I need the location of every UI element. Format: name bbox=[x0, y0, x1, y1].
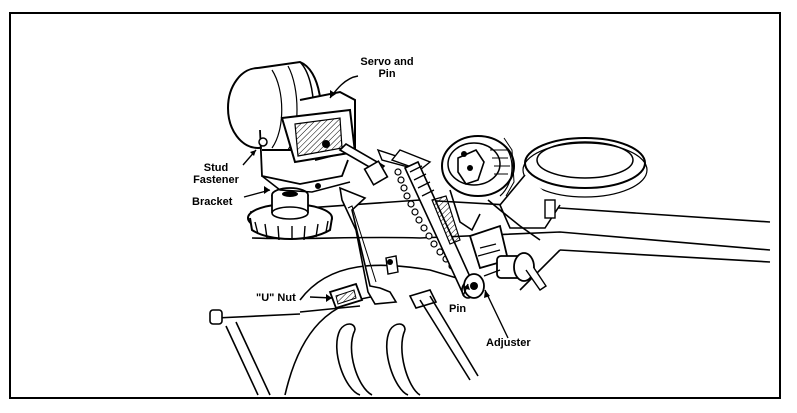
label-servo-line2: Pin bbox=[378, 68, 396, 80]
label-stud-line1: Stud bbox=[203, 162, 229, 174]
label-stud-line2: Fastener bbox=[193, 174, 239, 186]
label-adjuster: Adjuster bbox=[486, 337, 531, 349]
adjuster-mechanism bbox=[463, 224, 547, 299]
servo-pin-rod bbox=[338, 142, 389, 186]
lower-slotted-plate bbox=[335, 323, 421, 396]
u-nut-assembly bbox=[209, 255, 479, 396]
label-servo-line1: Servo and bbox=[360, 56, 414, 68]
linkage-bracket bbox=[338, 148, 432, 305]
throttle-rod bbox=[403, 160, 478, 299]
choke-housing bbox=[441, 135, 541, 241]
label-bracket: Bracket bbox=[192, 196, 233, 208]
label-u-nut: "U" Nut bbox=[256, 292, 296, 304]
label-servo-and-pin: Servo and Pin bbox=[352, 56, 422, 80]
diagram-frame bbox=[9, 12, 781, 399]
leader-arrowheads bbox=[250, 90, 490, 302]
label-stud-fastener: Stud Fastener bbox=[185, 162, 247, 186]
bead-chain bbox=[394, 168, 456, 270]
air-cleaner-plate bbox=[499, 137, 648, 229]
servo-canister bbox=[227, 60, 357, 193]
knurled-knob bbox=[247, 187, 333, 241]
label-pin: Pin bbox=[449, 303, 467, 315]
